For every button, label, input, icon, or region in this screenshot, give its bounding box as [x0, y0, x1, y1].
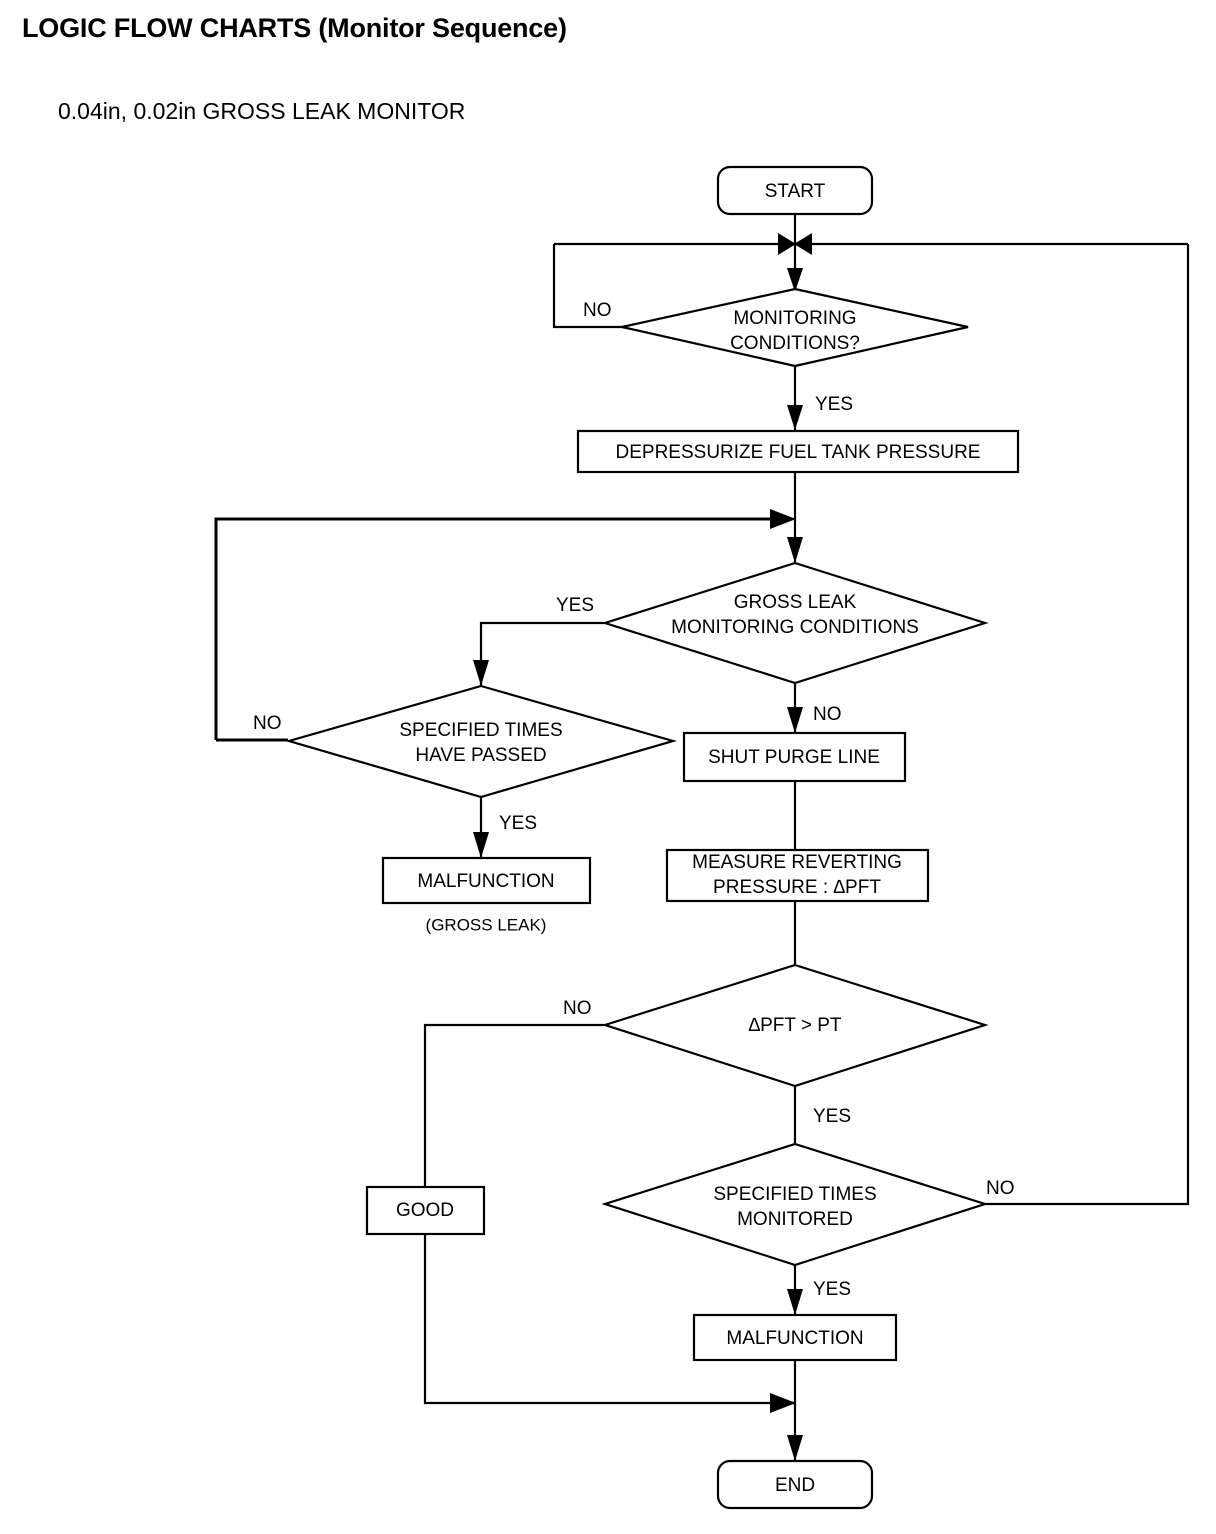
arrowhead-junction-right: [794, 233, 812, 255]
pft-comparison-label: ∆PFT > PT: [748, 1015, 841, 1036]
good-shape: [365, 1185, 486, 1236]
node-pft-comparison[interactable]: ∆PFT > PT: [601, 963, 989, 1088]
arrowhead-to-malf: [787, 1289, 803, 1315]
edge-pft-no: [423, 1023, 604, 1186]
monitoring-conditions-line1: MONITORING: [733, 308, 856, 329]
malfunction-gross-leak-label: MALFUNCTION: [417, 871, 554, 892]
edge-mon-cond-no: [552, 244, 646, 329]
node-start[interactable]: START: [716, 165, 874, 216]
delta-symbol-icon-2: ∆: [748, 1015, 760, 1036]
malfunction-gross-leak-caption: (GROSS LEAK): [426, 915, 547, 934]
node-depressurize[interactable]: DEPRESSURIZE FUEL TANK PRESSURE: [576, 429, 1020, 474]
node-malfunction[interactable]: MALFUNCTION: [692, 1313, 898, 1362]
shut-purge-line-shape: [682, 731, 907, 783]
specified-times-have-passed-line2: HAVE PASSED: [415, 745, 546, 766]
specified-times-monitored-line2: MONITORED: [737, 1209, 853, 1230]
node-end[interactable]: END: [716, 1459, 874, 1510]
node-good[interactable]: GOOD: [365, 1185, 486, 1236]
end-label: END: [775, 1475, 815, 1496]
node-gross-leak-conditions[interactable]: GROSS LEAK MONITORING CONDITIONS: [601, 561, 989, 685]
measure-reverting-pressure-line1: MEASURE REVERTING: [692, 852, 902, 873]
edge-label-times-passed-yes: YES: [499, 813, 537, 834]
edge-label-gl-cond-no: NO: [813, 704, 842, 725]
arrowhead-to-end: [787, 1435, 803, 1461]
edge-label-times-mon-no: NO: [986, 1178, 1015, 1199]
arrowhead-junction-left: [778, 233, 796, 255]
pft-comparison-shape: [601, 963, 989, 1088]
arrowhead-good-join: [770, 1393, 796, 1413]
arrowhead-to-mon-cond: [787, 268, 803, 292]
specified-times-have-passed-shape: [285, 684, 677, 799]
arrowhead-to-depress: [787, 405, 803, 430]
edge-label-pft-yes: YES: [813, 1106, 851, 1127]
arrowhead-times-passed-no-return: [770, 509, 796, 529]
gross-leak-conditions-line1: GROSS LEAK: [734, 592, 857, 613]
specified-times-monitored-line1: SPECIFIED TIMES: [713, 1184, 876, 1205]
node-malfunction-gross-leak[interactable]: MALFUNCTION (GROSS LEAK): [381, 856, 592, 934]
measure-pressure-prefix: PRESSURE :: [713, 877, 833, 898]
depressurize-shape: [576, 429, 1020, 474]
end-shape: [716, 1459, 874, 1510]
page-subtitle: 0.04in, 0.02in GROSS LEAK MONITOR: [58, 98, 466, 124]
measure-reverting-pressure-shape: [665, 848, 930, 903]
node-specified-times-monitored[interactable]: SPECIFIED TIMES MONITORED: [601, 1142, 989, 1267]
gross-leak-conditions-shape: [601, 561, 989, 685]
malfunction-label: MALFUNCTION: [726, 1328, 863, 1349]
edge-times-mon-no: [985, 244, 1190, 1206]
edge-label-pft-no: NO: [563, 998, 592, 1019]
specified-times-have-passed-line1: SPECIFIED TIMES: [399, 720, 562, 741]
arrowhead-to-malf-gl: [473, 832, 489, 858]
edge-gl-cond-yes: [479, 621, 604, 685]
edge-times-passed-no-return: [214, 517, 786, 740]
arrowhead-to-gl-cond: [787, 537, 803, 563]
edge-label-times-mon-yes: YES: [813, 1279, 851, 1300]
start-shape: [716, 165, 874, 216]
edge-label-mon-cond-no: NO: [583, 300, 612, 321]
arrowhead-to-times-passed: [473, 660, 489, 686]
measure-reverting-pressure-line2: PRESSURE : ∆PFT: [713, 877, 881, 898]
malfunction-shape: [692, 1313, 898, 1362]
delta-symbol-icon: ∆: [833, 877, 845, 898]
edge-label-gl-cond-yes: YES: [556, 595, 594, 616]
node-measure-reverting-pressure[interactable]: MEASURE REVERTING PRESSURE : ∆PFT: [665, 848, 930, 903]
monitoring-conditions-line2: CONDITIONS?: [730, 333, 860, 354]
node-monitoring-conditions[interactable]: MONITORING CONDITIONS?: [621, 287, 969, 368]
shut-purge-line-label: SHUT PURGE LINE: [708, 747, 880, 768]
depressurize-label: DEPRESSURIZE FUEL TANK PRESSURE: [616, 442, 981, 463]
page-title: LOGIC FLOW CHARTS (Monitor Sequence): [22, 13, 567, 43]
pft-comparison-rest: PFT > PT: [760, 1015, 842, 1036]
start-label: START: [765, 181, 826, 202]
gross-leak-conditions-line2: MONITORING CONDITIONS: [671, 617, 919, 638]
good-label: GOOD: [396, 1200, 454, 1221]
edge-label-times-passed-no: NO: [253, 713, 282, 734]
edge-good-to-end: [423, 1234, 795, 1405]
malfunction-gross-leak-shape: [381, 856, 592, 905]
node-specified-times-have-passed[interactable]: SPECIFIED TIMES HAVE PASSED: [285, 684, 677, 799]
monitoring-conditions-shape: [621, 287, 969, 368]
node-shut-purge-line[interactable]: SHUT PURGE LINE: [682, 731, 907, 783]
arrowhead-to-shut-purge: [787, 707, 803, 733]
specified-times-monitored-shape: [601, 1142, 989, 1267]
edge-label-mon-cond-yes: YES: [815, 394, 853, 415]
measure-pressure-suffix: PFT: [845, 877, 881, 898]
